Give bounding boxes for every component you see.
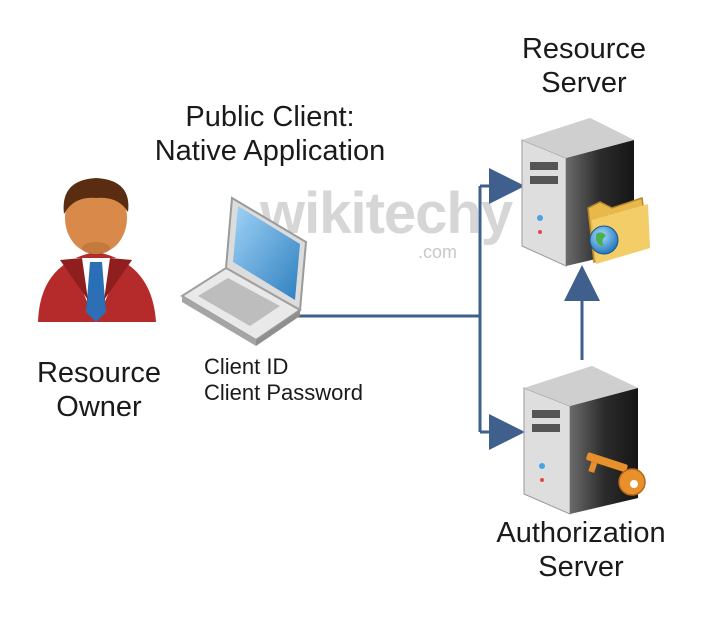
globe-icon [589, 225, 619, 255]
resource-server-label: Resource Server [521, 33, 647, 100]
person-icon [38, 178, 156, 322]
laptop-icon [180, 196, 308, 346]
client-credentials: Client ID Client Password [204, 354, 363, 405]
resource-owner-label: Resource Owner [36, 357, 162, 424]
key-icon [586, 452, 646, 496]
watermark: wikitechy .com [238, 180, 513, 270]
server-icon [523, 366, 638, 515]
connector-lines [288, 168, 600, 450]
authorization-server-label: Authorization Server [496, 517, 666, 584]
client-title: Public Client: Native Application [154, 101, 386, 168]
watermark-text: wikitechy [260, 181, 513, 246]
watermark-suffix: .com [418, 242, 458, 262]
